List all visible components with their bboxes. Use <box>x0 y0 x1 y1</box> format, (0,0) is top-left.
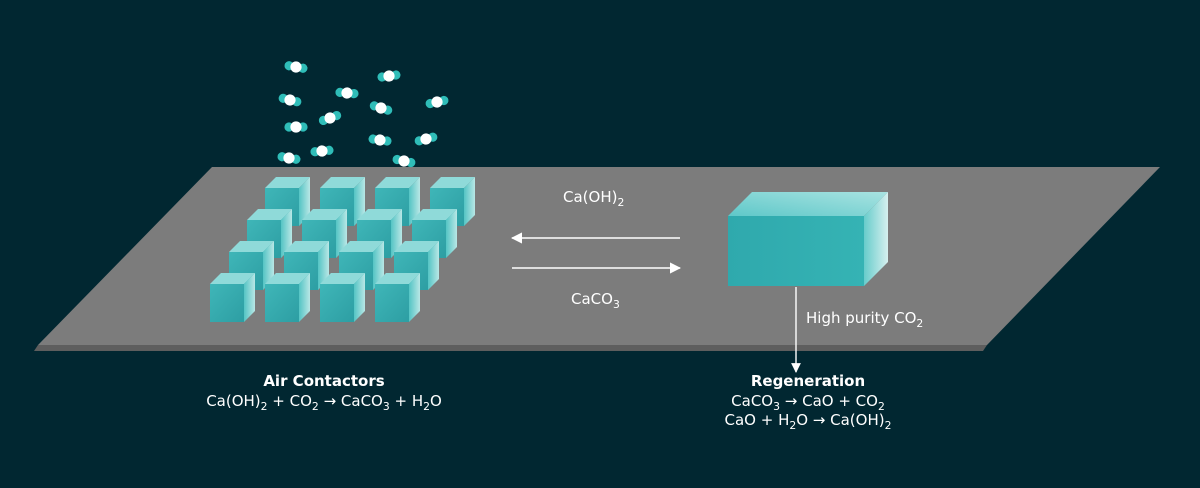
air-contactor-cube-icon <box>320 273 365 322</box>
cube-front <box>320 284 354 322</box>
regenerator-side <box>864 192 888 286</box>
air-contactors-caption: Air Contactors Ca(OH)2 + CO2 → CaCO3 + H… <box>184 372 464 413</box>
cube-front <box>375 284 409 322</box>
cube-top <box>247 209 292 220</box>
high-purity-co2-label: High purity CO2 <box>806 309 924 330</box>
cube-top <box>339 241 384 252</box>
co2-molecule-icon <box>425 95 449 109</box>
co2-molecule-icon <box>377 70 401 82</box>
regeneration-equation-2: CaO + H2O → Ca(OH)2 <box>724 411 892 432</box>
co2-molecule-icon <box>414 132 438 146</box>
air-contactors-equation: Ca(OH)2 + CO2 → CaCO3 + H2O <box>206 392 442 413</box>
cube-top <box>210 273 255 284</box>
cube-front <box>265 284 299 322</box>
cube-top <box>229 241 274 252</box>
regeneration-caption: Regeneration CaCO3 → CaO + CO2 CaO + H2O… <box>668 372 948 432</box>
co2-molecules <box>277 61 449 168</box>
air-contactor-cube-icon <box>247 209 292 258</box>
cube-side <box>428 241 439 290</box>
cube-top <box>265 177 310 188</box>
carbon-atom <box>290 61 302 73</box>
co2-molecule-icon <box>284 121 308 133</box>
cube-side <box>244 273 255 322</box>
cube-side <box>354 273 365 322</box>
co2-molecule-icon <box>277 152 301 164</box>
co2-molecule-icon <box>310 145 334 157</box>
carbon-atom <box>316 145 328 157</box>
cube-side <box>409 177 420 226</box>
cube-side <box>281 209 292 258</box>
co2-molecule-icon <box>318 111 342 125</box>
cube-side <box>409 273 420 322</box>
carbon-atom <box>284 94 296 106</box>
cube-top <box>430 177 475 188</box>
cube-side <box>391 209 402 258</box>
cube-top <box>320 177 365 188</box>
air-contactor-cubes <box>210 177 475 322</box>
co2-molecule-icon <box>335 87 359 99</box>
cube-top <box>375 177 420 188</box>
cube-front <box>210 284 244 322</box>
carbon-atom <box>375 102 387 114</box>
cube-side <box>299 273 310 322</box>
air-contactors-title: Air Contactors <box>263 372 385 390</box>
cube-top <box>302 209 347 220</box>
cube-top <box>412 209 457 220</box>
carbon-atom <box>374 134 386 146</box>
carbon-atom <box>324 112 336 124</box>
cube-side <box>464 177 475 226</box>
carbon-atom <box>398 155 410 167</box>
cube-top <box>357 209 402 220</box>
air-contactor-cube-icon <box>375 273 420 322</box>
air-contactor-cube-icon <box>210 273 255 322</box>
cube-side <box>446 209 457 258</box>
cube-side <box>299 177 310 226</box>
co2-molecule-icon <box>284 61 308 73</box>
cube-top <box>320 273 365 284</box>
carbon-atom <box>383 70 395 82</box>
cube-top <box>375 273 420 284</box>
cube-side <box>354 177 365 226</box>
carbon-atom <box>420 133 432 145</box>
arrow-label-caoh2: Ca(OH)2 <box>563 188 625 209</box>
cube-top <box>265 273 310 284</box>
co2-molecule-icon <box>369 101 393 115</box>
platform-front-edge <box>34 345 987 351</box>
regeneration-equation-1: CaCO3 → CaO + CO2 <box>731 392 885 413</box>
co2-molecule-icon <box>368 134 392 146</box>
regenerator-top <box>728 192 888 216</box>
regeneration-title: Regeneration <box>750 372 866 390</box>
regeneration-unit-icon <box>728 192 888 286</box>
cube-top <box>284 241 329 252</box>
cube-side <box>336 209 347 258</box>
carbon-atom <box>283 152 295 164</box>
carbon-atom <box>290 121 302 133</box>
air-contactor-cube-icon <box>265 273 310 322</box>
arrow-label-caco3: CaCO3 <box>571 290 620 311</box>
carbon-atom <box>431 96 443 108</box>
co2-molecule-icon <box>392 154 416 168</box>
carbon-atom <box>341 87 353 99</box>
regenerator-front <box>728 216 864 286</box>
co2-molecule-icon <box>278 93 302 107</box>
cube-top <box>394 241 439 252</box>
